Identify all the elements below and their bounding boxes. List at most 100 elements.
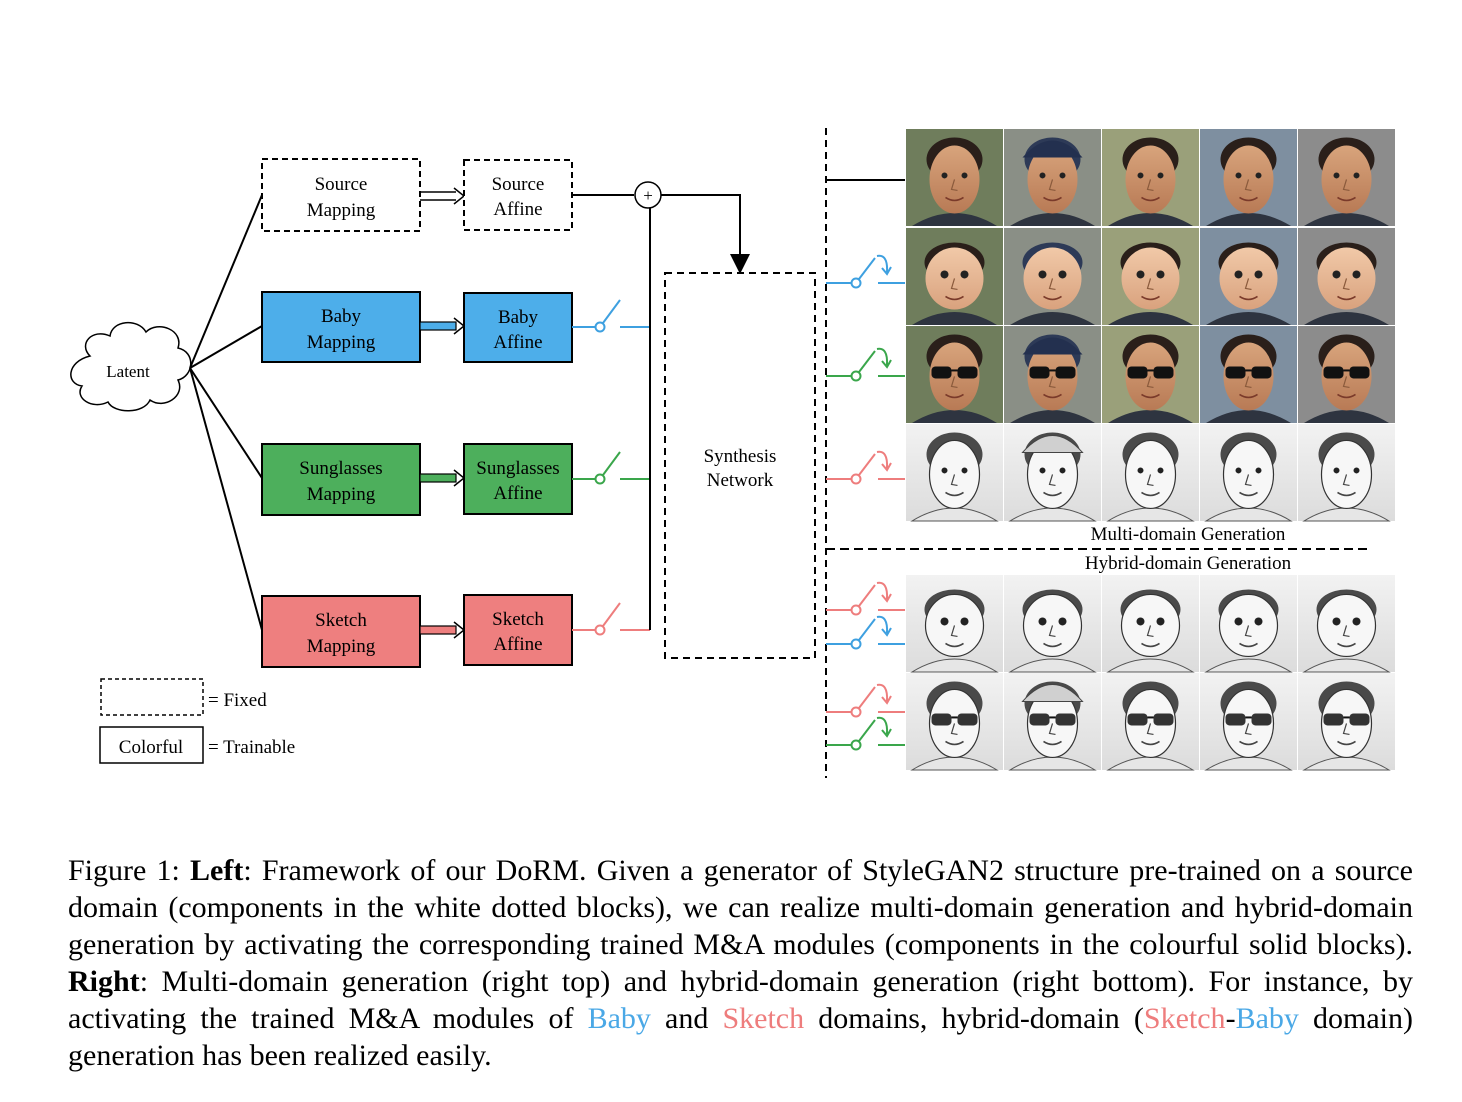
latent-node: Latent <box>70 322 192 412</box>
out-switch-hybrid1-sketch[interactable] <box>826 581 905 616</box>
face-thumbnail <box>906 673 1003 771</box>
source-mapping-line1: Source <box>315 174 368 195</box>
caption-baby-word: Baby <box>587 1002 651 1035</box>
hybrid-domain-label: Hybrid-domain Generation <box>1085 553 1292 574</box>
sunglasses-row: Sunglasses Mapping Sunglasses Affine <box>261 443 650 516</box>
latent-to-sunglasses-line <box>189 367 263 479</box>
face-thumbnail <box>1102 575 1199 673</box>
baby-affine-line1: Baby <box>498 307 539 328</box>
face-thumbnail <box>1200 424 1297 522</box>
sketch-fat-arrow <box>419 625 457 635</box>
face-thumbnail <box>1102 228 1199 325</box>
out-switch-hybrid2-sketch[interactable] <box>826 683 905 718</box>
caption-left-text: : Framework of our DoRM. Given a generat… <box>68 854 1413 961</box>
source-mapping-block <box>261 158 421 232</box>
sunglasses-mapping-line1: Sunglasses <box>299 458 382 479</box>
face-thumbnail <box>906 575 1003 673</box>
caption-right-text: : Multi-domain generation (right top) an… <box>68 965 1413 1035</box>
face-thumbnail <box>906 129 1003 226</box>
baby-mapping-line1: Baby <box>321 306 362 327</box>
out-switch-hybrid1-baby[interactable] <box>826 615 905 650</box>
merge-bus: + <box>634 181 750 630</box>
out-switch-hybrid2-sunglasses[interactable] <box>826 716 905 751</box>
synthesis-network: Synthesis Network <box>664 272 816 659</box>
face-thumbnail <box>1102 424 1199 522</box>
face-image-grid <box>906 129 1395 771</box>
face-thumbnail <box>1200 575 1297 673</box>
latent-connections <box>189 194 263 631</box>
latent-label: Latent <box>106 362 150 381</box>
sketch-mapping-line1: Sketch <box>315 610 367 631</box>
face-thumbnail <box>1298 575 1395 673</box>
face-thumbnail <box>1200 228 1297 325</box>
source-affine-block <box>463 159 573 231</box>
face-thumbnail <box>1298 673 1395 771</box>
synthesis-line1: Synthesis <box>704 446 777 467</box>
multi-domain-label: Multi-domain Generation <box>1091 524 1286 545</box>
sketch-affine-line2: Affine <box>493 634 542 655</box>
face-thumbnail <box>1102 129 1199 226</box>
latent-cloud-shape <box>70 322 192 412</box>
baby-mapping-line2: Mapping <box>307 332 376 353</box>
face-thumbnail <box>906 228 1003 325</box>
caption-right-label: Right <box>68 965 140 998</box>
face-thumbnail <box>1200 673 1297 771</box>
legend-fixed-label: = Fixed <box>208 690 267 711</box>
source-affine-line1: Source <box>492 174 545 195</box>
face-thumbnail <box>1004 575 1101 673</box>
face-thumbnail <box>1298 424 1395 522</box>
sunglasses-affine-line1: Sunglasses <box>476 458 559 479</box>
source-row: Source Mapping Source Affine <box>261 158 634 232</box>
plus-to-synthesis-arrow <box>661 194 750 274</box>
baby-switch[interactable] <box>572 299 650 333</box>
legend-trainable-box-label: Colorful <box>119 737 183 758</box>
out-switch-baby[interactable] <box>826 254 905 289</box>
sunglasses-affine-line2: Affine <box>493 483 542 504</box>
face-thumbnail <box>1004 129 1101 226</box>
sunglasses-switch[interactable] <box>572 451 650 485</box>
baby-fat-arrow <box>419 321 457 331</box>
sketch-mapping-line2: Mapping <box>307 636 376 657</box>
source-double-arrow-head <box>453 187 466 205</box>
source-affine-line2: Affine <box>493 199 542 220</box>
output-switches <box>826 254 905 751</box>
synthesis-line2: Network <box>707 470 774 491</box>
caption-sketch-word-2: Sketch <box>1143 1002 1226 1035</box>
face-thumbnail <box>1004 326 1101 423</box>
face-thumbnail <box>1102 673 1199 771</box>
baby-affine-line2: Affine <box>493 332 542 353</box>
latent-to-baby-line <box>189 325 263 369</box>
face-thumbnail <box>1200 129 1297 226</box>
figure-caption: Figure 1: Left: Framework of our DoRM. G… <box>68 852 1413 1074</box>
face-thumbnail <box>1004 673 1101 771</box>
plus-symbol: + <box>643 186 653 205</box>
sunglasses-affine-block <box>463 443 573 515</box>
out-switch-sketch[interactable] <box>826 450 905 485</box>
face-thumbnail <box>906 326 1003 423</box>
face-thumbnail <box>1102 326 1199 423</box>
baby-row: Baby Mapping Baby Affine <box>261 291 650 363</box>
face-thumbnail <box>1298 129 1395 226</box>
legend-fixed-box <box>100 678 204 716</box>
out-switch-sunglasses[interactable] <box>826 347 905 382</box>
caption-domains-text: domains, hybrid-domain ( <box>804 1002 1144 1035</box>
face-thumbnail <box>1004 228 1101 325</box>
caption-dash: - <box>1225 1002 1236 1035</box>
baby-mapping-block <box>261 291 421 363</box>
face-thumbnail <box>1004 424 1101 522</box>
caption-end-text: domain) generation has been realized eas… <box>68 1002 1413 1072</box>
sketch-mapping-block <box>261 595 421 668</box>
caption-and-word: and <box>650 1002 723 1035</box>
latent-to-sketch-line <box>189 367 263 631</box>
caption-figure-label: Figure 1: <box>68 854 180 887</box>
face-thumbnail <box>906 424 1003 522</box>
synthesis-block <box>664 272 816 659</box>
face-thumbnail <box>1298 228 1395 325</box>
sketch-row: Sketch Mapping Sketch Affine <box>261 594 650 668</box>
sketch-switch[interactable] <box>572 602 650 636</box>
face-thumbnail <box>1298 326 1395 423</box>
sunglasses-mapping-line2: Mapping <box>307 484 376 505</box>
caption-sketch-word: Sketch <box>722 1002 805 1035</box>
legend-trainable-box <box>99 726 204 764</box>
baby-affine-block <box>463 292 573 363</box>
